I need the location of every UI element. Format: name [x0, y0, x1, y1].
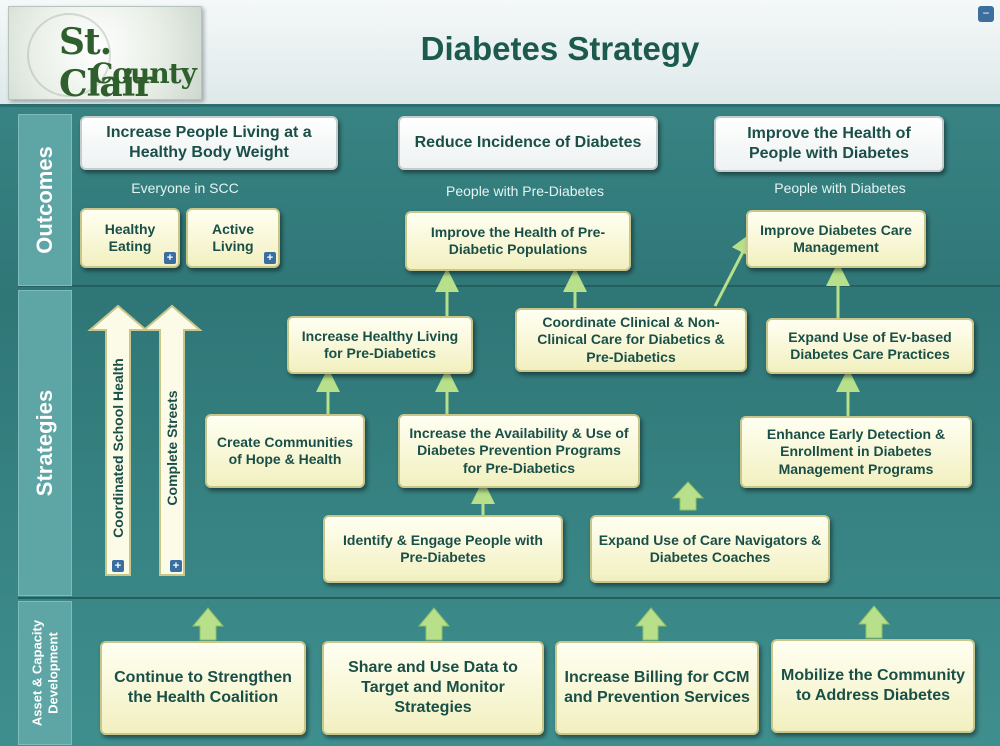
increase-availability-box[interactable]: Increase the Availability & Use of Diabe… — [398, 414, 640, 488]
box-label: Increase the Availability & Use of Diabe… — [409, 424, 629, 476]
section-divider — [18, 597, 1000, 599]
population-everyone: Everyone in SCC — [131, 180, 239, 196]
healthy-eating-box[interactable]: Healthy Eating + — [80, 208, 180, 268]
expand-navigators-box[interactable]: Expand Use of Care Navigators & Diabetes… — [590, 515, 830, 583]
expand-plus-icon[interactable]: + — [112, 560, 124, 572]
enhance-detection-box[interactable]: Enhance Early Detection & Enrollment in … — [740, 416, 972, 488]
sidebar-strategies: Strategies — [18, 290, 72, 596]
expand-plus-icon[interactable]: + — [264, 252, 276, 264]
box-label: Enhance Early Detection & Enrollment in … — [766, 425, 946, 477]
box-label: Active Living — [211, 220, 255, 255]
increase-healthy-living-box[interactable]: Increase Healthy Living for Pre-Diabetic… — [287, 316, 473, 374]
outcome-reduce-incidence[interactable]: Reduce Incidence of Diabetes — [398, 116, 658, 170]
sidebar-outcomes: Outcomes — [18, 114, 72, 286]
box-label: Share and Use Data to Target and Monitor… — [348, 659, 518, 716]
increase-billing-box[interactable]: Increase Billing for CCM and Prevention … — [555, 641, 759, 735]
box-label: Create Communities of Hope & Health — [216, 433, 354, 468]
expand-plus-icon[interactable]: + — [164, 252, 176, 264]
complete-streets-label: Complete Streets — [164, 390, 180, 506]
logo-line-1: St. Clair — [59, 21, 153, 100]
header-bar: St. Clair County Diabetes Strategy − — [0, 0, 1000, 107]
section-divider — [18, 285, 1000, 287]
box-label: Increase Billing for CCM and Prevention … — [564, 669, 750, 706]
block-up-arrow — [671, 481, 705, 511]
improve-care-management-box[interactable]: Improve Diabetes Care Management — [746, 210, 926, 268]
mobilize-community-box[interactable]: Mobilize the Community to Address Diabet… — [771, 639, 975, 733]
outcome-label: Improve the Health of People with Diabet… — [747, 125, 911, 162]
outcome-improve-health-diabetes[interactable]: Improve the Health of People with Diabet… — [714, 116, 944, 172]
block-up-arrow — [634, 607, 668, 641]
box-label: Improve Diabetes Care Management — [760, 221, 912, 256]
box-label: Mobilize the Community to Address Diabet… — [781, 667, 965, 704]
complete-streets-arrow[interactable] — [141, 304, 203, 576]
box-label: Expand Use of Care Navigators & Diabetes… — [598, 531, 822, 566]
expand-ev-based-box[interactable]: Expand Use of Ev-based Diabetes Care Pra… — [766, 318, 974, 374]
block-up-arrow — [417, 607, 451, 641]
connector-arrow — [713, 231, 754, 307]
box-label: Identify & Engage People with Pre-Diabet… — [343, 531, 543, 566]
box-label: Coordinate Clinical & Non-Clinical Care … — [537, 313, 725, 365]
population-prediabetes: People with Pre-Diabetes — [446, 183, 604, 199]
page-title: Diabetes Strategy — [420, 30, 700, 67]
box-label: Increase Healthy Living for Pre-Diabetic… — [301, 327, 459, 362]
logo-line-2: County — [91, 57, 197, 90]
create-communities-box[interactable]: Create Communities of Hope & Health — [205, 414, 365, 488]
outcome-healthy-body-weight[interactable]: Increase People Living at a Healthy Body… — [80, 116, 338, 170]
outcome-label: Reduce Incidence of Diabetes — [414, 134, 642, 151]
expand-plus-icon[interactable]: + — [170, 560, 182, 572]
coordinated-school-health-label: Coordinated School Health — [110, 358, 126, 538]
box-label: Healthy Eating — [104, 220, 156, 255]
block-up-arrow — [191, 607, 225, 641]
county-seal-watermark — [27, 13, 111, 97]
coordinated-school-health-arrow[interactable] — [87, 304, 149, 576]
active-living-box[interactable]: Active Living + — [186, 208, 280, 268]
identify-engage-box[interactable]: Identify & Engage People with Pre-Diabet… — [323, 515, 563, 583]
box-label: Improve the Health of Pre-Diabetic Popul… — [430, 223, 606, 258]
coordinate-care-box[interactable]: Coordinate Clinical & Non-Clinical Care … — [515, 308, 747, 372]
outcome-label: Increase People Living at a Healthy Body… — [106, 124, 312, 161]
share-data-box[interactable]: Share and Use Data to Target and Monitor… — [322, 641, 544, 735]
st-clair-county-logo: St. Clair County — [8, 6, 202, 100]
sidebar-asset-capacity: Asset & Capacity Development — [18, 601, 72, 745]
improve-prediabetic-health-box[interactable]: Improve the Health of Pre-Diabetic Popul… — [405, 211, 631, 271]
box-label: Expand Use of Ev-based Diabetes Care Pra… — [788, 328, 952, 363]
minimize-icon[interactable]: − — [978, 6, 994, 22]
population-diabetes: People with Diabetes — [774, 180, 906, 196]
block-up-arrow — [857, 605, 891, 639]
box-label: Continue to Strengthen the Health Coalit… — [114, 669, 292, 706]
health-coalition-box[interactable]: Continue to Strengthen the Health Coalit… — [100, 641, 306, 735]
